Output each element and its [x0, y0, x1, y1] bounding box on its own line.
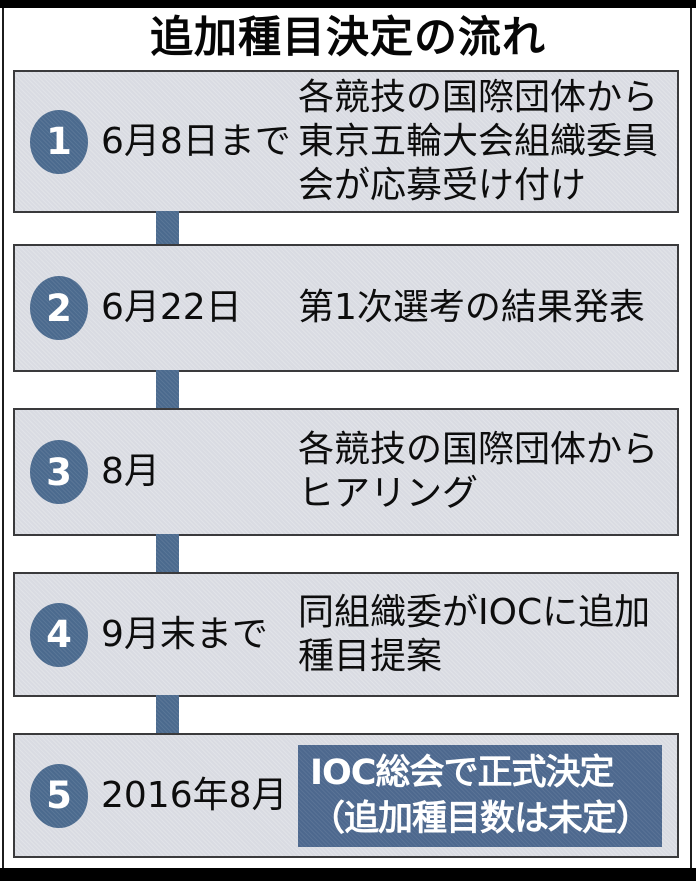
step-date: 6月22日: [101, 287, 242, 328]
step-number-badge: 3: [30, 440, 88, 504]
step-date: 2016年8月: [101, 774, 288, 816]
step-number-badge: 4: [30, 602, 88, 667]
arrow-stem: [156, 534, 179, 582]
bottom-border-bar: [0, 868, 696, 881]
step-number-badge: 2: [30, 276, 88, 340]
flow-step-1: 1 6月8日まで 各競技の国際団体から東京五輪大会組織委員会が応募受け付け: [13, 70, 679, 213]
step-date: 8月: [101, 451, 160, 492]
flow-step-4: 4 9月末まで 同組織委がIOCに追加種目提案: [13, 572, 679, 697]
step-date: 6月8日まで: [101, 120, 291, 162]
step-description: 各競技の国際団体からヒアリング: [298, 429, 659, 514]
step-description: 同組織委がIOCに追加種目提案: [298, 591, 651, 677]
step-date: 9月末まで: [101, 613, 268, 655]
step-number-badge: 1: [30, 109, 88, 174]
step-description-highlighted: IOC総会で正式決定 （追加種目数は未定）: [298, 744, 663, 847]
step-description: 各競技の国際団体から東京五輪大会組織委員会が応募受け付け: [298, 76, 659, 206]
flow-step-5: 5 2016年8月 IOC総会で正式決定 （追加種目数は未定）: [13, 733, 679, 858]
right-border-line: [690, 8, 692, 868]
step-number-badge: 5: [30, 763, 88, 828]
flow-step-2: 2 6月22日 第1次選考の結果発表: [13, 244, 679, 372]
page-title: 追加種目決定の流れ: [150, 13, 546, 63]
left-border-line: [2, 8, 4, 868]
arrow-stem: [156, 211, 179, 254]
arrow-stem: [156, 370, 179, 418]
arrow-stem: [156, 695, 179, 743]
top-border-bar: [0, 0, 696, 8]
step-description: 第1次選考の結果発表: [298, 287, 645, 328]
flow-step-3: 3 8月 各競技の国際団体からヒアリング: [13, 408, 679, 536]
